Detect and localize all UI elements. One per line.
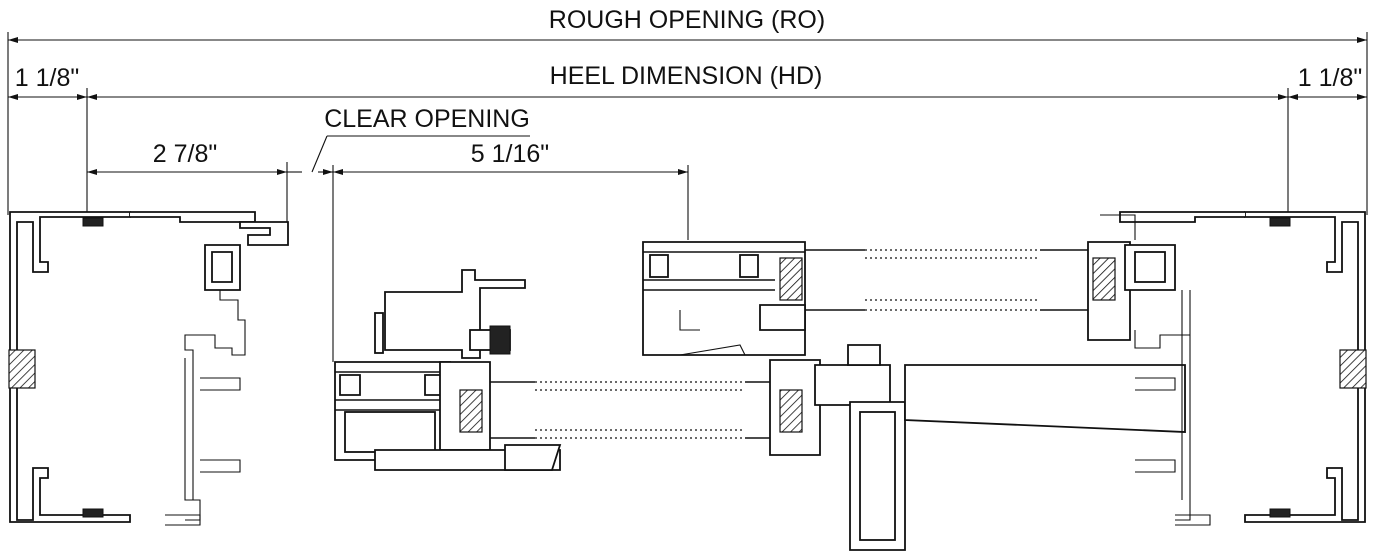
sash-handle xyxy=(374,269,526,359)
sash-width-label: 5 1/16" xyxy=(471,140,549,168)
dimension-frame-depth: 2 7/8" xyxy=(87,140,288,245)
right-offset-label: 1 1/8" xyxy=(1298,64,1362,92)
dimension-sash-width: 5 1/16" xyxy=(332,140,689,362)
right-glass xyxy=(805,249,1090,311)
left-offset-label: 1 1/8" xyxy=(15,64,79,92)
left-glass xyxy=(490,381,780,439)
heel-dimension-label: HEEL DIMENSION (HD) xyxy=(550,62,823,90)
frame-depth-label: 2 7/8" xyxy=(153,140,217,168)
dimension-rough-opening: ROUGH OPENING (RO) xyxy=(7,6,1368,215)
left-sash xyxy=(334,361,562,471)
right-jamb-frame xyxy=(1100,211,1367,526)
center-sash xyxy=(769,344,1186,551)
clear-opening-label: CLEAR OPENING xyxy=(324,105,530,133)
rough-opening-label: ROUGH OPENING (RO) xyxy=(549,6,825,34)
right-sash xyxy=(1087,241,1176,341)
dimension-clear-opening: CLEAR OPENING xyxy=(287,105,530,175)
left-jamb-frame xyxy=(8,211,289,526)
top-sash xyxy=(642,241,806,356)
dimension-heel: HEEL DIMENSION (HD) 1 1/8" 1 1/8" xyxy=(8,62,1367,222)
